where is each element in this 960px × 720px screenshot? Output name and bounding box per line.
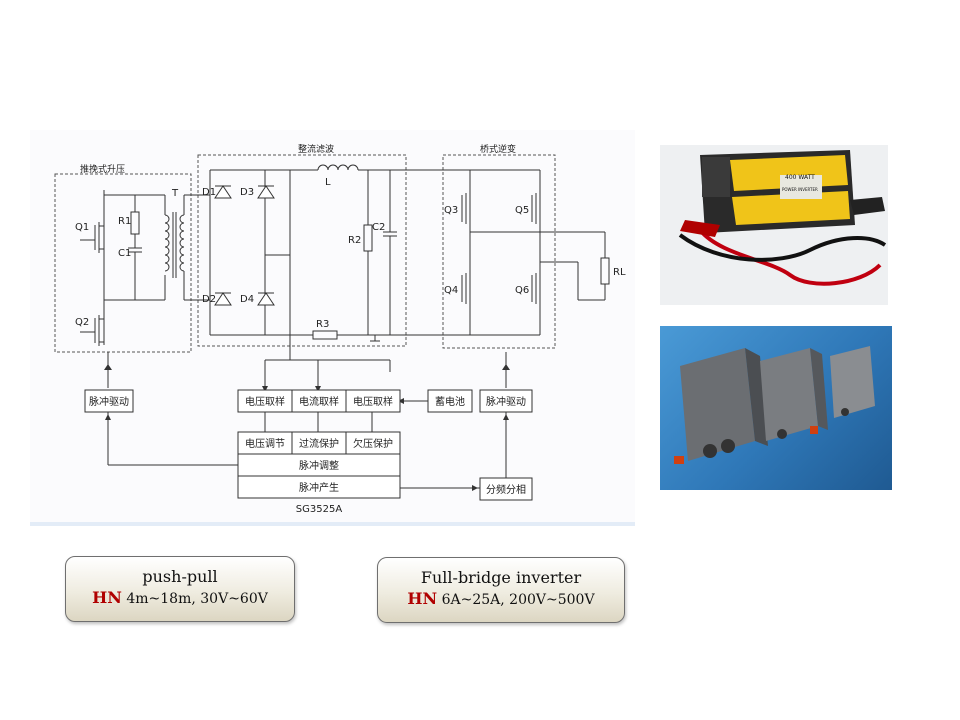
arrow-left-drive bbox=[104, 364, 112, 370]
frequency-divider-block bbox=[479, 477, 533, 501]
d2-label: D2 bbox=[202, 294, 216, 305]
arrow-divider bbox=[472, 485, 478, 491]
d4-diode-symbol bbox=[257, 292, 275, 306]
arrow-voltage-sample bbox=[262, 386, 268, 392]
full-bridge-label-box: Full-bridge inverter HN 6A~25A, 200V~500… bbox=[377, 557, 625, 623]
battery-label: 蓄电池 bbox=[435, 395, 465, 408]
overcurrent-protection-label: 过流保护 bbox=[299, 437, 339, 450]
arrow-right-feedback bbox=[503, 414, 509, 420]
full-bridge-spec: 6A~25A, 200V~500V bbox=[441, 592, 595, 608]
full-bridge-title: Full-bridge inverter bbox=[420, 568, 582, 587]
transformer-label: T bbox=[171, 188, 179, 199]
r1-label: R1 bbox=[118, 216, 131, 227]
voltage-sample-2-block bbox=[345, 389, 401, 413]
d1-label: D1 bbox=[202, 187, 216, 198]
bridge-section-frame bbox=[442, 154, 556, 349]
c1-label: C1 bbox=[118, 248, 131, 259]
q2-label: Q2 bbox=[75, 317, 89, 328]
push-pull-brand: HN bbox=[92, 588, 122, 607]
rectifier-section-title: 整流滤波 bbox=[298, 143, 334, 155]
frequency-divider-label: 分频分相 bbox=[486, 483, 526, 496]
full-bridge-spec-line: HN 6A~25A, 200V~500V bbox=[378, 589, 624, 608]
inverter-model-text: POWER INVERTER bbox=[782, 187, 818, 192]
push-pull-title: push-pull bbox=[142, 567, 218, 586]
inverter-wattage-text: 400 WATT bbox=[785, 174, 815, 181]
voltage-sample-2-label: 电压取样 bbox=[353, 395, 393, 408]
pulse-generation-block bbox=[237, 475, 401, 499]
d3-label: D3 bbox=[240, 187, 254, 198]
d4-label: D4 bbox=[240, 294, 254, 305]
push-pull-label-box: push-pull HN 4m~18m, 30V~60V bbox=[65, 556, 295, 622]
inductor-coil bbox=[317, 164, 359, 171]
battery-block bbox=[427, 389, 473, 413]
push-pull-section-frame bbox=[54, 173, 192, 353]
pulse-modulation-label: 脉冲调整 bbox=[299, 459, 339, 472]
current-sample-label: 电流取样 bbox=[299, 395, 339, 408]
inverter-photo-silver bbox=[660, 326, 892, 490]
push-pull-spec-line: HN 4m~18m, 30V~60V bbox=[66, 588, 294, 607]
inverter-silver-illustration bbox=[674, 346, 875, 464]
r2-label: R2 bbox=[348, 235, 361, 246]
arrow-current-sample bbox=[315, 386, 321, 392]
r3-label: R3 bbox=[316, 319, 329, 330]
full-bridge-brand: HN bbox=[407, 589, 438, 608]
voltage-regulation-label: 电压调节 bbox=[245, 437, 285, 450]
pulse-drive-right-label: 脉冲驱动 bbox=[486, 395, 526, 408]
q4-label: Q4 bbox=[444, 285, 458, 296]
inductor-label: L bbox=[325, 177, 331, 188]
inverter-photo-yellow: 400 WATT POWER INVERTER bbox=[660, 145, 888, 305]
pulse-drive-right-block bbox=[479, 389, 533, 413]
d2-diode-symbol bbox=[214, 292, 232, 306]
pulse-generation-label: 脉冲产生 bbox=[299, 481, 339, 494]
d3-diode-symbol bbox=[257, 185, 275, 199]
voltage-sample-1-label: 电压取样 bbox=[245, 395, 285, 408]
rl-label: RL bbox=[613, 267, 626, 278]
undervoltage-protection-label: 欠压保护 bbox=[353, 437, 393, 450]
push-pull-section-title: 推挽式升压 bbox=[80, 163, 125, 175]
bridge-section-title: 桥式逆变 bbox=[480, 143, 516, 155]
transformer-secondary bbox=[179, 214, 185, 272]
pulse-drive-left-label: 脉冲驱动 bbox=[89, 395, 129, 408]
d1-diode-symbol bbox=[214, 185, 232, 199]
push-pull-spec: 4m~18m, 30V~60V bbox=[126, 591, 268, 607]
arrow-left-feedback bbox=[105, 414, 111, 420]
rectifier-section-frame bbox=[197, 154, 407, 347]
q3-label: Q3 bbox=[444, 205, 458, 216]
transformer-primary bbox=[164, 214, 170, 272]
q6-label: Q6 bbox=[515, 285, 529, 296]
arrow-battery-sample bbox=[398, 398, 404, 404]
q5-label: Q5 bbox=[515, 205, 529, 216]
pulse-drive-left-block bbox=[84, 389, 134, 413]
inverter-yellow-illustration: 400 WATT POWER INVERTER bbox=[678, 150, 887, 286]
chip-label: SG3525A bbox=[296, 504, 343, 515]
c2-label: C2 bbox=[372, 222, 385, 233]
q1-label: Q1 bbox=[75, 222, 89, 233]
arrow-right-drive bbox=[502, 364, 510, 370]
